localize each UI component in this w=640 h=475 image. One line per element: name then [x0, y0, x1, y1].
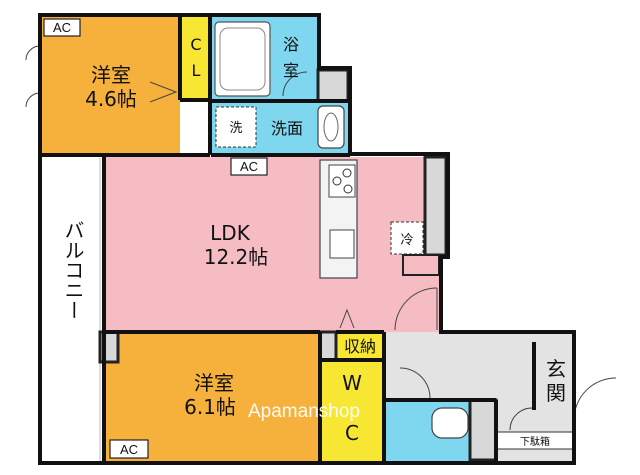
fridge-label: 冷 — [400, 233, 413, 248]
ac-label: AC — [240, 159, 258, 174]
western-top-size: 4.6帖 — [85, 87, 137, 111]
entrance-label-1: 玄 — [546, 357, 566, 381]
ldk-entry-mark — [339, 308, 355, 329]
ac-unit-ldk — [230, 157, 268, 176]
western-bottom-size: 6.1帖 — [184, 395, 236, 419]
wic-label-2: C — [345, 421, 359, 445]
balcony-area — [42, 157, 105, 461]
ldk-name: LDK — [210, 221, 251, 245]
storage-closet — [336, 332, 384, 360]
hall-door-arc — [399, 367, 431, 399]
closet-top-label-1: C — [190, 35, 201, 54]
balcony-label: バルコニー — [61, 220, 85, 320]
bath-door-arc — [282, 71, 308, 97]
wt-window-arc-1 — [25, 45, 41, 61]
closet-top-label-2: L — [192, 61, 201, 80]
ldk-size: 12.2帖 — [204, 245, 269, 269]
watermark: Apamanshop — [248, 401, 360, 422]
walk-in-closet — [320, 360, 384, 461]
wt-door-mark — [149, 81, 178, 103]
closet-top — [180, 17, 211, 100]
washroom-label: 洗面 — [271, 119, 303, 138]
kitchen-wall-cabinet — [423, 155, 448, 257]
western-room-top — [42, 17, 180, 154]
ac-label: AC — [53, 20, 71, 35]
shoe-box-door-arc — [509, 407, 533, 431]
entrance-label-2: 関 — [546, 381, 566, 405]
ldk-door-arc — [394, 287, 438, 331]
wt-window-arc-2 — [25, 92, 41, 108]
entrance-door-arc — [573, 377, 617, 421]
wic-label-1: W — [342, 371, 362, 395]
western-bottom-name: 洋室 — [194, 371, 234, 395]
ac-unit-top-left — [43, 18, 81, 37]
western-top-name: 洋室 — [91, 63, 131, 87]
toilet-fixture — [431, 407, 469, 439]
walls — [38, 13, 576, 465]
fridge-space — [390, 221, 424, 255]
bathtub — [214, 21, 271, 97]
storage-label: 収納 — [344, 337, 376, 356]
bath-label-1: 浴 — [283, 35, 299, 54]
shaft-box — [316, 68, 350, 103]
washing-machine-space — [215, 106, 257, 148]
ac-unit-bottom — [109, 439, 149, 459]
kitchen-sink — [329, 229, 355, 259]
washer-label: 洗 — [229, 121, 242, 136]
washbasin — [317, 105, 345, 149]
bath-label-2: 室 — [283, 61, 299, 80]
shoe-box-label: 下駄箱 — [520, 435, 550, 448]
ac-label: AC — [120, 442, 138, 457]
